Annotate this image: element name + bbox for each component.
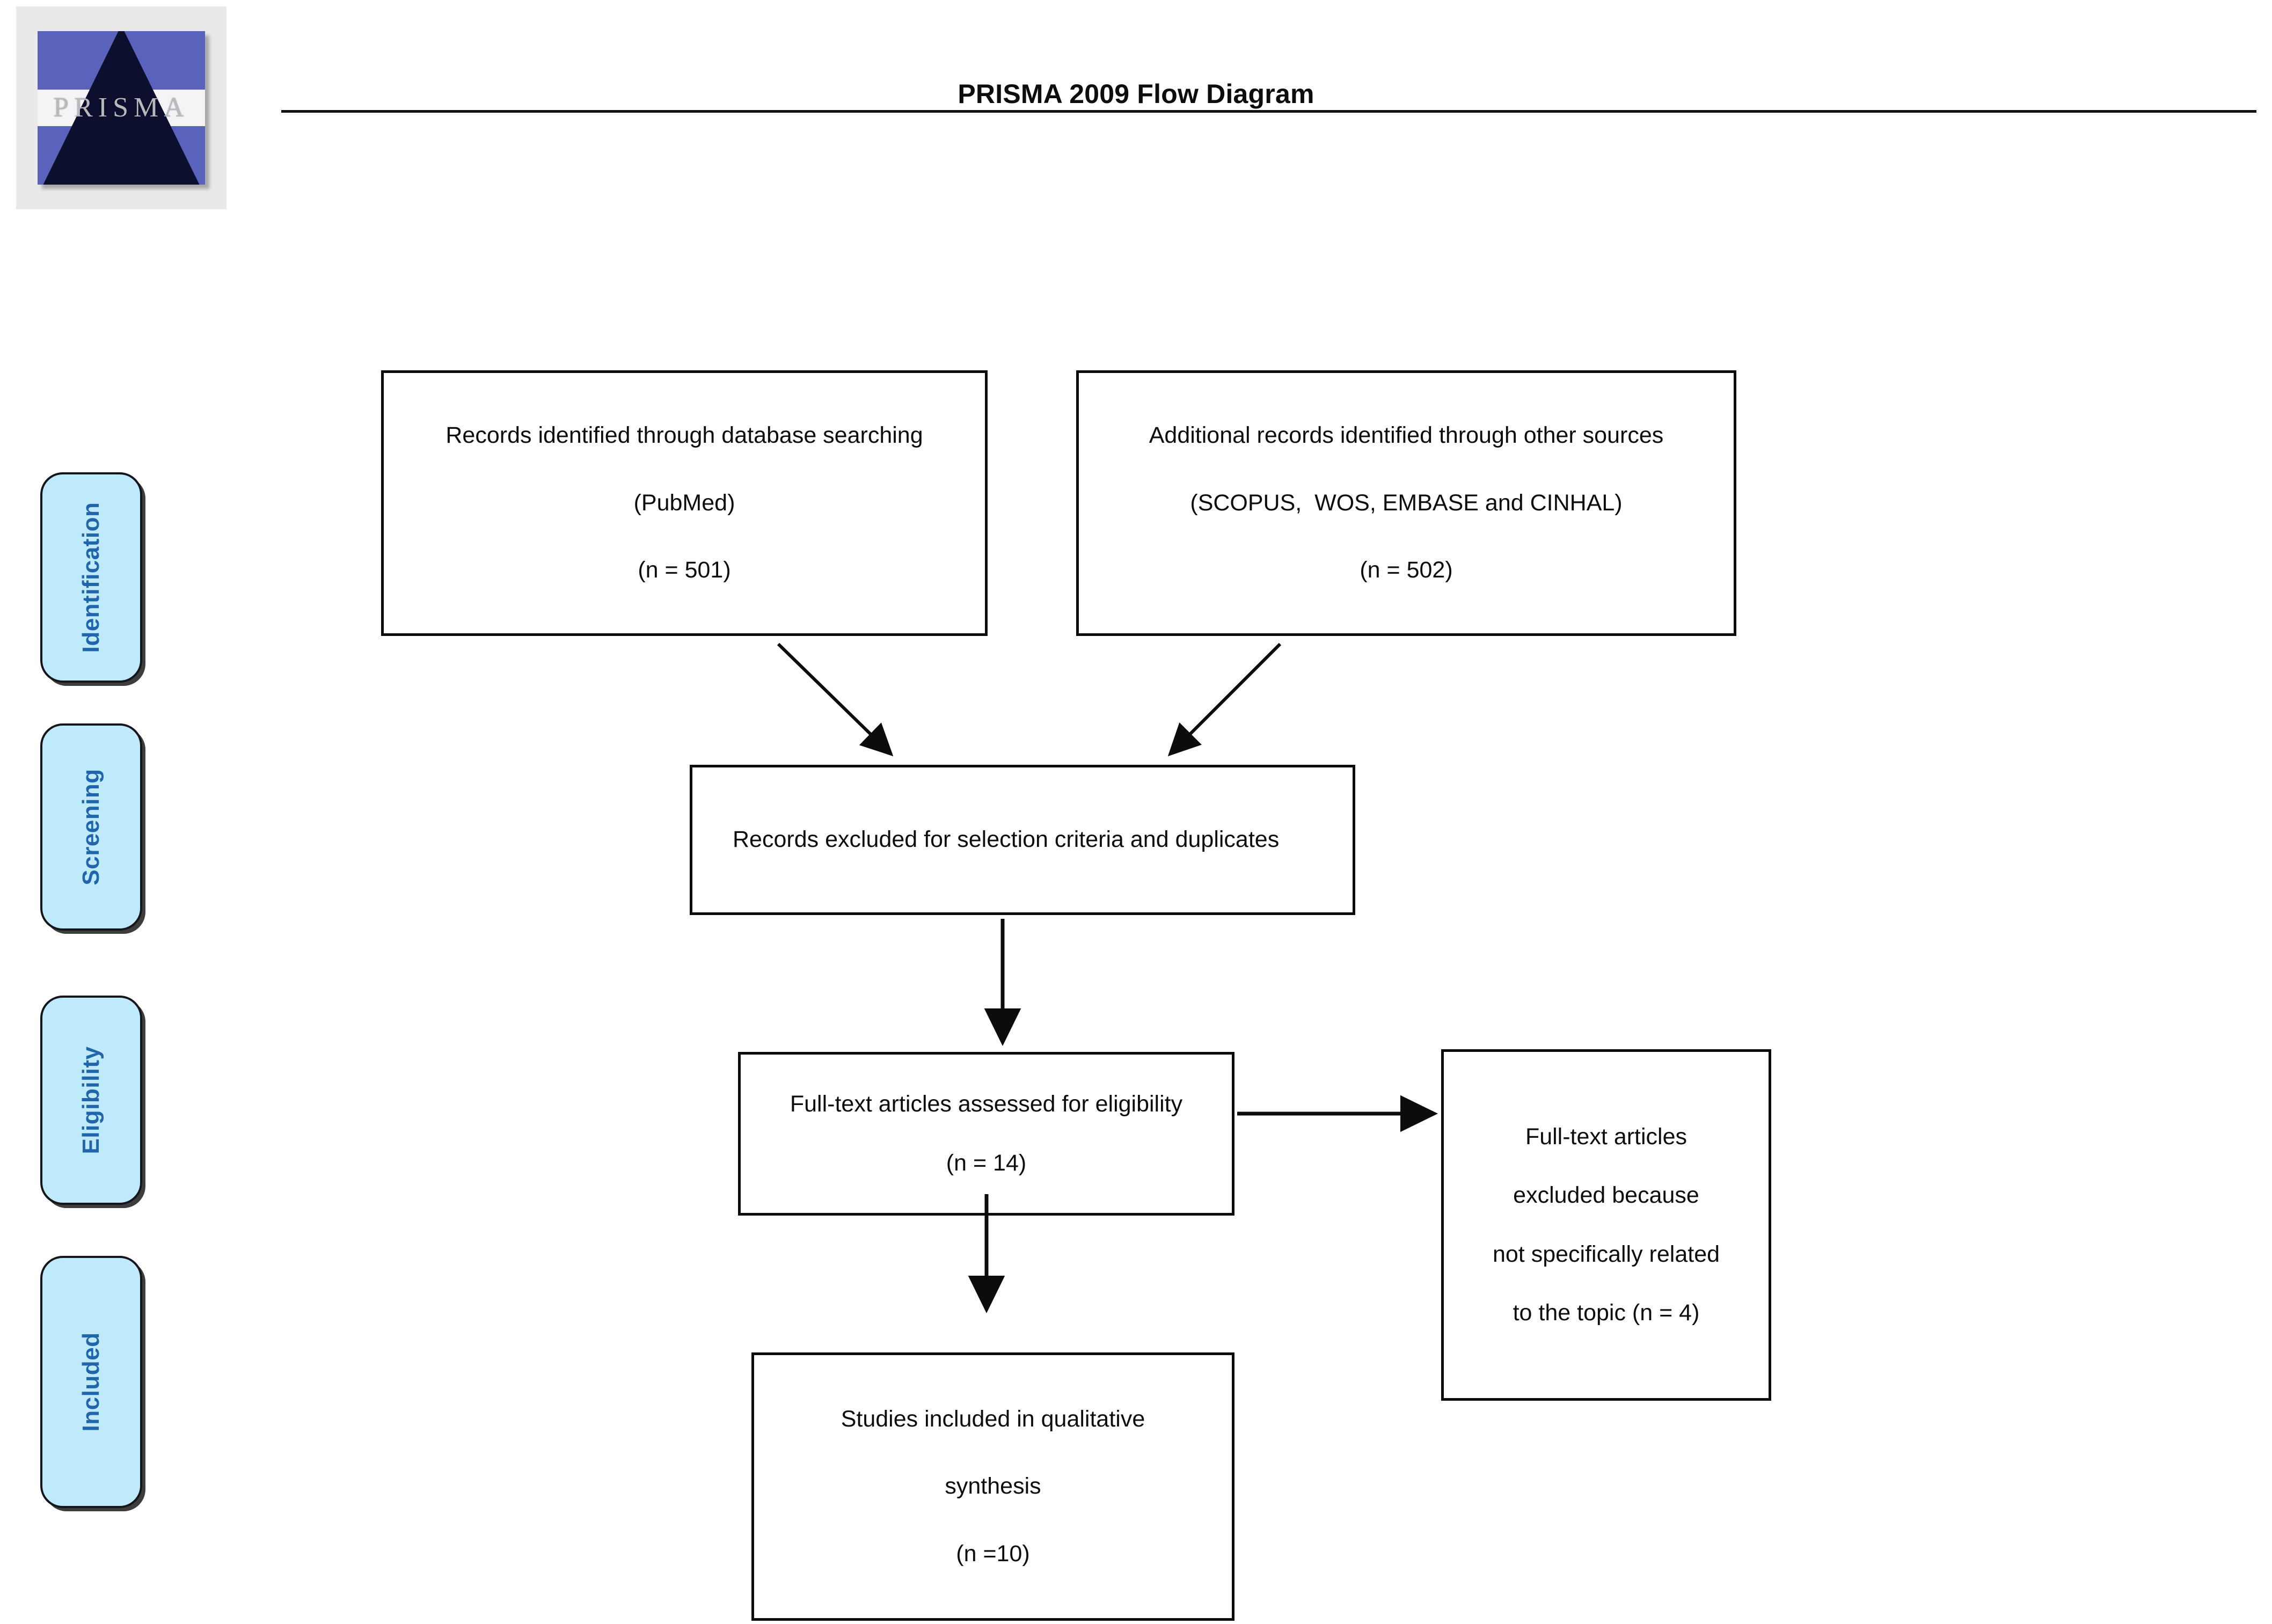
box-line: synthesis xyxy=(945,1473,1041,1499)
phase-label-eligibility: Eligibility xyxy=(40,996,142,1205)
header-divider xyxy=(281,110,2256,113)
box-line: (PubMed) xyxy=(633,489,735,516)
box-line: (n = 502) xyxy=(1360,557,1453,583)
box-line: Additional records identified through ot… xyxy=(1149,422,1664,449)
page-title: PRISMA 2009 Flow Diagram xyxy=(958,79,1314,109)
box-line: not specifically related xyxy=(1492,1241,1720,1267)
box-line: Full-text articles assessed for eligibil… xyxy=(790,1091,1183,1117)
box-line: to the topic (n = 4) xyxy=(1513,1299,1700,1326)
box-records-excluded: Records excluded for selection criteria … xyxy=(690,765,1355,915)
box-fulltext-assessed: Full-text articles assessed for eligibil… xyxy=(738,1052,1234,1216)
box-line: Full-text articles xyxy=(1525,1123,1687,1150)
phase-label-screening-text: Screening xyxy=(78,769,104,886)
box-records-identified-database: Records identified through database sear… xyxy=(381,370,988,636)
box-line: (SCOPUS, WOS, EMBASE and CINHAL) xyxy=(1190,489,1623,516)
phase-label-identification: Identification xyxy=(40,472,142,683)
prism-triangle-icon xyxy=(42,31,201,185)
box-line: Records excluded for selection criteria … xyxy=(733,826,1280,853)
arrow-database-to-excluded xyxy=(777,642,894,757)
prisma-logo: PRISMA xyxy=(16,6,227,209)
arrow-other-to-excluded xyxy=(1167,642,1282,757)
phase-label-included-text: Included xyxy=(78,1332,104,1432)
prisma-logo-wordmark: PRISMA xyxy=(53,92,189,123)
phase-label-identification-text: Identification xyxy=(78,502,104,653)
phase-label-included: Included xyxy=(40,1256,142,1508)
box-line: (n =10) xyxy=(956,1540,1030,1567)
box-line: excluded because xyxy=(1513,1182,1699,1209)
box-line: (n = 14) xyxy=(946,1150,1027,1176)
box-line: Studies included in qualitative xyxy=(841,1406,1145,1432)
phase-label-eligibility-text: Eligibility xyxy=(78,1046,104,1154)
box-fulltext-excluded: Full-text articles excluded because not … xyxy=(1441,1049,1771,1401)
box-line: Records identified through database sear… xyxy=(445,422,923,449)
box-line: (n = 501) xyxy=(638,557,731,583)
box-additional-records-other-sources: Additional records identified through ot… xyxy=(1076,370,1736,636)
box-studies-included: Studies included in qualitative synthesi… xyxy=(751,1352,1234,1621)
prisma-logo-inner: PRISMA xyxy=(38,31,205,185)
phase-label-screening: Screening xyxy=(40,723,142,931)
